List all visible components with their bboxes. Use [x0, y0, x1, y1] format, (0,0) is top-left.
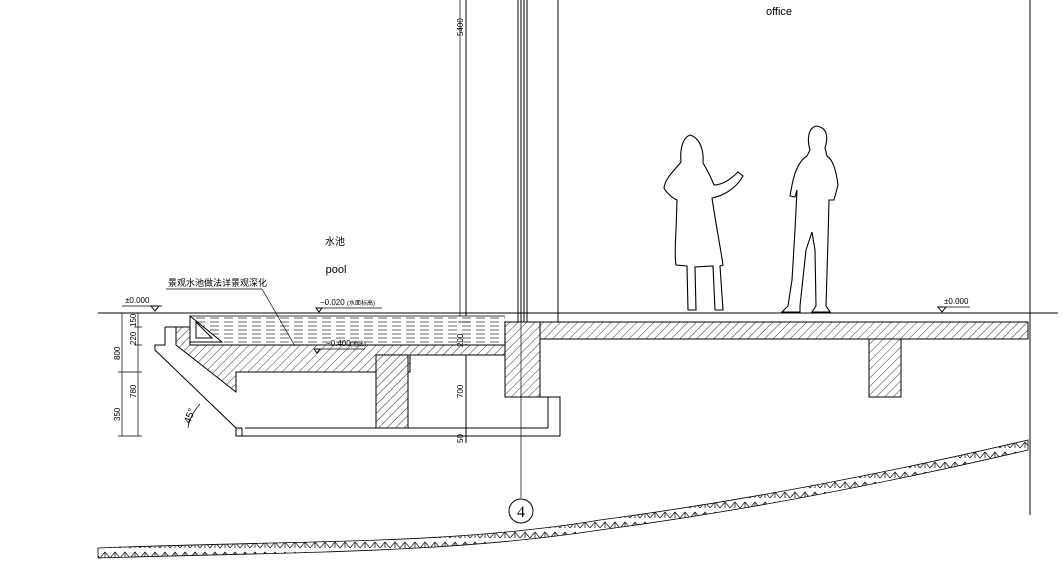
level-left-text: ±0.000: [125, 296, 150, 305]
dim-220: 220: [129, 331, 138, 345]
angle-text: 45°: [182, 407, 198, 425]
pool-structure: [154, 314, 561, 437]
dim-700: 700: [456, 384, 465, 398]
pool-label-cn: 水池: [325, 235, 345, 248]
water-level-text: −0.020: [320, 298, 345, 307]
person-woman: [663, 134, 744, 311]
pool-bottom-note: (池底): [350, 340, 366, 348]
pool-label-en: pool: [326, 264, 347, 276]
dim-350: 350: [113, 407, 122, 421]
level-mark-right: ±0.000: [936, 297, 970, 313]
dim-50: 50: [456, 434, 465, 443]
dim-800: 800: [113, 346, 122, 360]
level-right-text: ±0.000: [944, 297, 969, 306]
person-man: [780, 125, 839, 313]
floor-slab: [539, 321, 1029, 398]
grid-axis-4: 4: [508, 322, 534, 524]
pool-water: [190, 316, 505, 344]
dim-200: 200: [456, 333, 465, 347]
angle-mark: 45°: [182, 403, 201, 429]
vertical-dimensions: 5400 200 700 50 220 150 800 780 350: [113, 18, 470, 443]
grid-axis-label: 4: [517, 504, 525, 521]
water-level-note: (水面标高): [347, 299, 375, 307]
dim-5400: 5400: [456, 18, 465, 36]
dim-150: 150: [129, 313, 138, 327]
earth-profile: [97, 439, 1029, 559]
room-label-office: office: [766, 6, 792, 18]
level-mark-left: ±0.000: [122, 296, 162, 312]
building-outline: [459, 0, 1031, 515]
water-level-mark: −0.020 (水面标高): [315, 298, 382, 313]
dim-780: 780: [129, 384, 138, 398]
pool-note: 景观水池做法详景观深化: [166, 277, 296, 347]
pool-note-text: 景观水池做法详景观深化: [168, 277, 267, 288]
pool-bottom-text: −0.400: [326, 339, 351, 348]
pool-bottom-mark: −0.400 (池底): [313, 339, 366, 354]
